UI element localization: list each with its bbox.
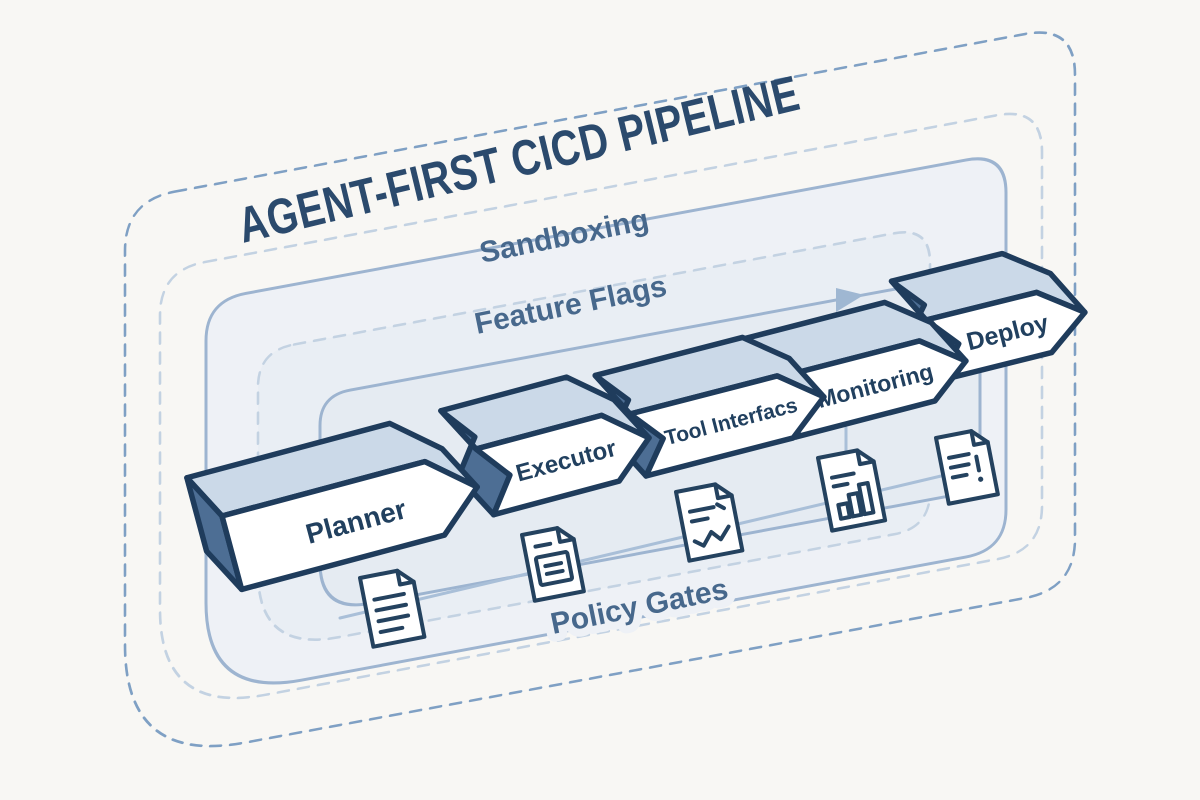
document-lines-icon: [358, 568, 427, 649]
document-panel-icon: [520, 526, 586, 603]
document-barchart-icon: [816, 448, 888, 533]
stage-block-executor: Executor: [438, 374, 652, 518]
stage-block-planner: Planner: [184, 420, 480, 593]
outer-dashed-boundary: [123, 31, 1077, 748]
flow-arrowhead-icon: [836, 288, 864, 313]
document-trend-icon: [674, 482, 745, 563]
document-alert-icon: [934, 429, 1000, 506]
second-dashed-boundary: [158, 112, 1044, 700]
